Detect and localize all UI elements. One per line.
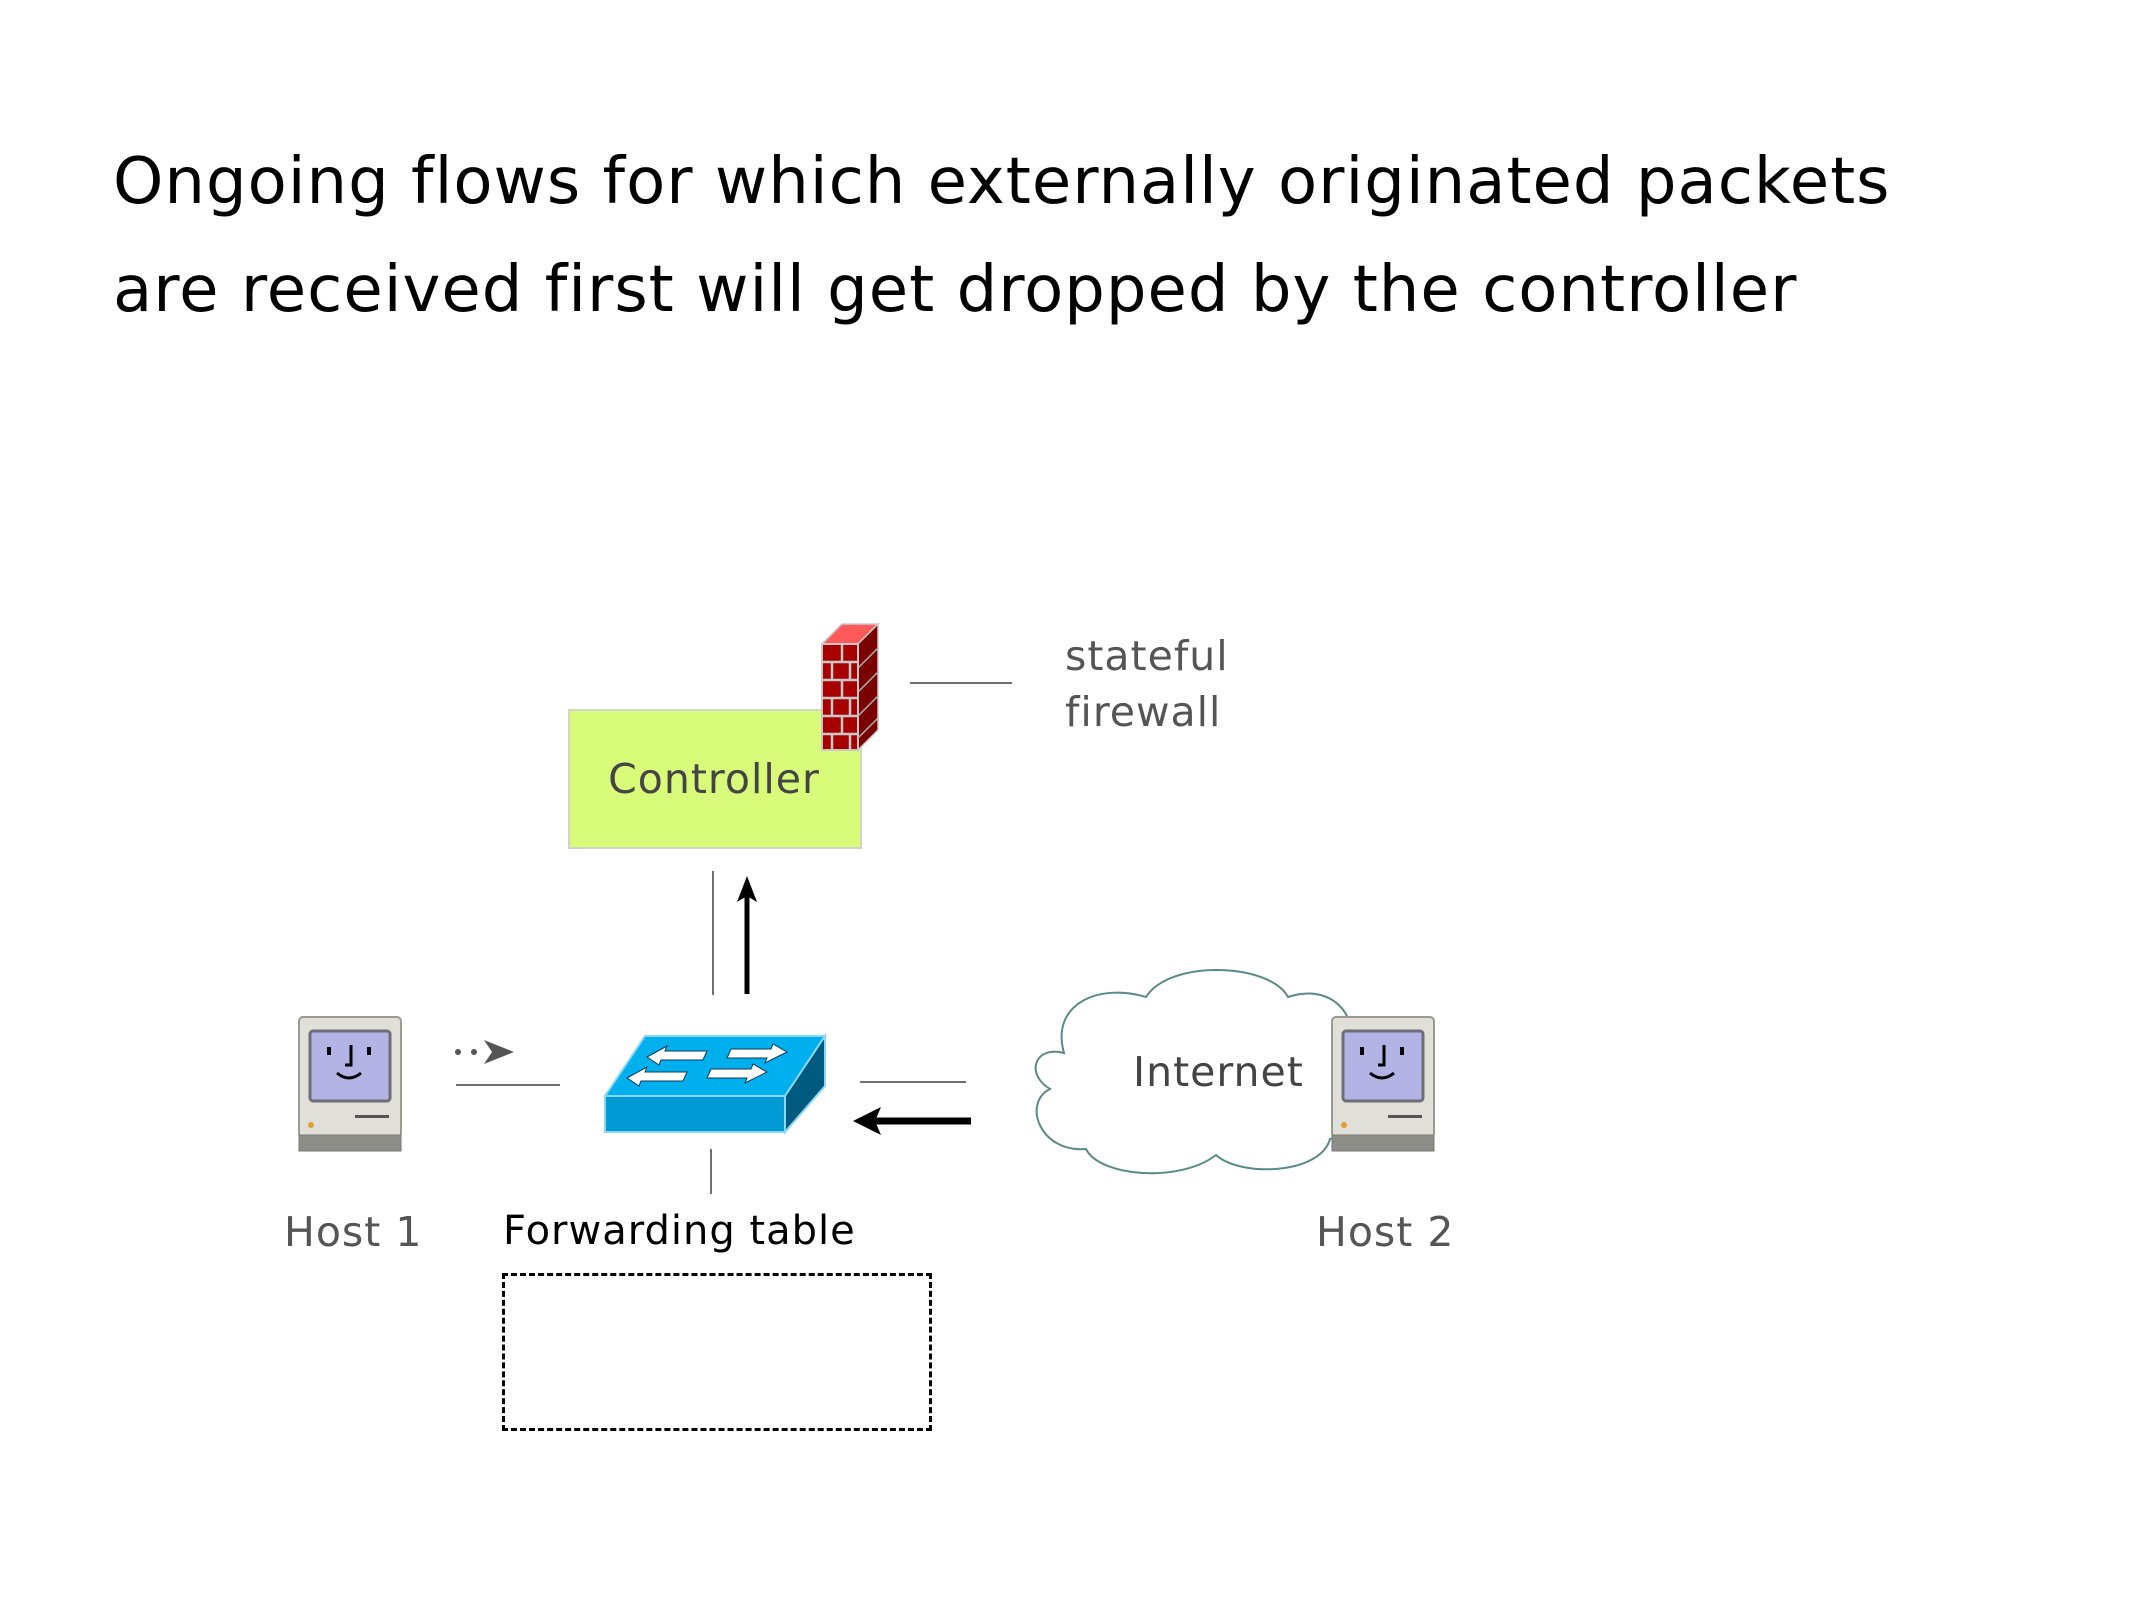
firewall-icon [820, 622, 880, 752]
arrow-left-to-switch [853, 1107, 971, 1135]
host1-computer-icon [298, 1016, 402, 1152]
switch-table-link [710, 1149, 712, 1194]
firewall-label-line [910, 682, 1012, 684]
forwarding-table-box [502, 1273, 932, 1431]
firewall-label-line-1: stateful [1065, 632, 1229, 680]
internet-label: Internet [1133, 1048, 1304, 1096]
controller-switch-link [712, 871, 714, 995]
dotted-arrow-host1-to-switch [455, 1040, 514, 1064]
network-switch-icon [603, 1032, 827, 1135]
forwarding-table-label: Forwarding table [503, 1208, 856, 1254]
internet-switch-link [860, 1081, 966, 1083]
slide-title-line-2: are received first will get dropped by t… [113, 253, 1798, 327]
slide-title: Ongoing flows for which externally origi… [113, 128, 1891, 344]
firewall-label: stateful firewall [1065, 628, 1229, 740]
host1-switch-link [456, 1084, 560, 1086]
controller-label: Controller [608, 755, 820, 803]
controller-box [568, 709, 862, 849]
slide-title-line-1: Ongoing flows for which externally origi… [113, 145, 1891, 219]
host2-computer-icon [1331, 1016, 1435, 1152]
arrow-up-to-controller [737, 876, 757, 994]
host1-label: Host 1 [284, 1208, 423, 1256]
host2-label: Host 2 [1316, 1208, 1455, 1256]
firewall-label-line-2: firewall [1065, 688, 1222, 736]
